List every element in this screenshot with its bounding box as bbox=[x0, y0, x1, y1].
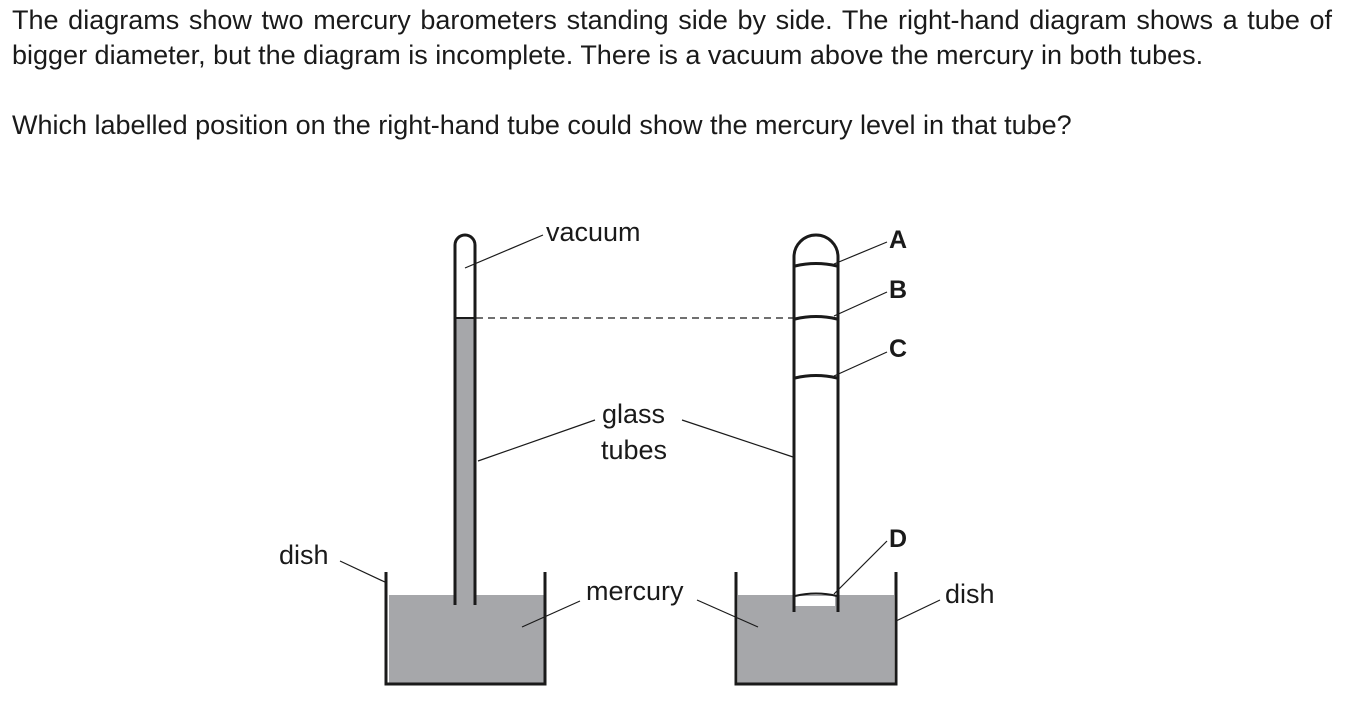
left-glass-tube bbox=[453, 233, 477, 605]
position-label-a: A bbox=[889, 226, 907, 254]
right-glass-tube bbox=[792, 233, 840, 612]
question-text: The diagrams show two mercury barometers… bbox=[12, 3, 1332, 143]
position-label-d: D bbox=[889, 525, 907, 553]
d-leader bbox=[833, 540, 888, 595]
dish-left-leader bbox=[339, 560, 388, 584]
dish-right-leader bbox=[895, 599, 941, 622]
a-leader bbox=[833, 241, 888, 265]
level-d-meniscus bbox=[794, 592, 838, 597]
c-leader bbox=[833, 351, 888, 377]
label-tubes: tubes bbox=[601, 435, 667, 465]
mercury-left-leader bbox=[521, 600, 581, 628]
glass-right-leader bbox=[681, 419, 794, 458]
right-dish bbox=[734, 572, 898, 686]
question-prompt: Which labelled position on the right-han… bbox=[12, 110, 1072, 140]
left-tube-mercury-column bbox=[456, 318, 474, 605]
right-barometer bbox=[734, 233, 898, 686]
right-dish-mercury bbox=[738, 595, 894, 684]
position-label-b: B bbox=[889, 276, 907, 304]
mercury-right-leader bbox=[696, 599, 759, 628]
label-glass: glass bbox=[602, 399, 665, 429]
label-dish-right: dish bbox=[945, 579, 995, 609]
left-barometer bbox=[384, 233, 547, 686]
label-mercury: mercury bbox=[586, 576, 684, 606]
leader-lines bbox=[339, 234, 941, 628]
glass-left-leader bbox=[477, 419, 596, 462]
level-c-meniscus bbox=[794, 374, 838, 380]
level-b-meniscus bbox=[794, 315, 838, 321]
level-a-meniscus bbox=[794, 262, 838, 268]
position-label-c: C bbox=[889, 335, 907, 363]
b-leader bbox=[833, 291, 888, 317]
vacuum-leader bbox=[464, 234, 544, 269]
right-tube-bottom-gap bbox=[795, 596, 835, 606]
label-dish-left: dish bbox=[279, 540, 329, 570]
label-vacuum: vacuum bbox=[546, 217, 641, 247]
left-dish-mercury bbox=[389, 595, 544, 684]
question-intro: The diagrams show two mercury barometers… bbox=[12, 5, 1332, 70]
left-dish bbox=[384, 572, 547, 686]
